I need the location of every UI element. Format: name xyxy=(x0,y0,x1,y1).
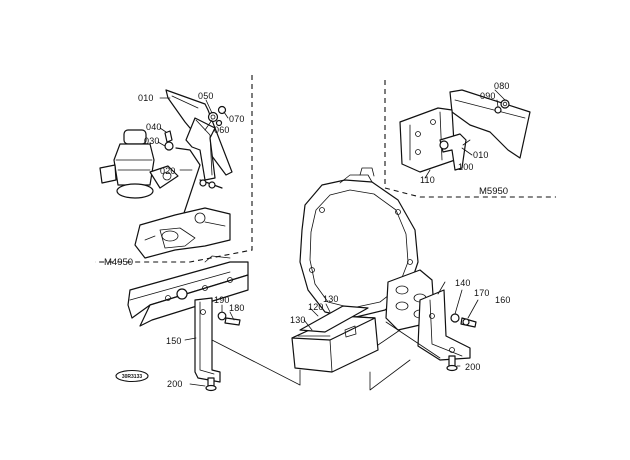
label-p080: 080 xyxy=(494,81,510,91)
label-p190: 190 xyxy=(214,295,230,305)
label-p040: 040 xyxy=(146,122,162,132)
bracket-150 xyxy=(194,297,221,383)
label-p010: 010 xyxy=(138,93,154,103)
washer-060 xyxy=(207,111,219,123)
washer-170 xyxy=(450,313,460,323)
frame-rail xyxy=(127,255,249,327)
stamp-code: 30R3133 xyxy=(122,374,143,380)
bracket-150-assembly xyxy=(194,297,241,392)
label-p110: 110 xyxy=(420,175,435,185)
left-assembly xyxy=(99,89,233,259)
label-p200b: 200 xyxy=(465,362,481,372)
label-p130a: 130 xyxy=(290,315,306,325)
nut-080 xyxy=(500,99,510,109)
bolt-200-left xyxy=(207,377,215,387)
washer-190 xyxy=(217,311,227,321)
bolt-040 xyxy=(164,130,173,143)
label-p200a: 200 xyxy=(167,379,183,389)
right-upper-assembly xyxy=(399,89,531,173)
label-p130b: 130 xyxy=(323,294,339,304)
pump-cap xyxy=(123,129,147,145)
arm-020 xyxy=(185,117,216,181)
label-p060: 060 xyxy=(214,125,230,135)
label-p090: 090 xyxy=(480,91,496,101)
label-p180: 180 xyxy=(229,303,245,313)
label-p010b: 010 xyxy=(473,150,489,160)
bolt-180 xyxy=(224,317,241,326)
lid-120 xyxy=(299,305,369,333)
label-p050: 050 xyxy=(198,91,214,101)
washer-090 xyxy=(494,106,502,114)
tool-box xyxy=(291,305,379,373)
section-dividers xyxy=(95,75,556,263)
label-p100: 100 xyxy=(458,162,474,172)
pump-body xyxy=(113,143,155,186)
part-labels: 010 050 070 060 040 030 020 080 090 010 … xyxy=(104,81,511,389)
catalog-stamp: 30R3133 xyxy=(115,369,149,383)
washer-030 xyxy=(164,141,174,151)
label-p170: 170 xyxy=(474,288,490,298)
model-label-m5950: M5950 xyxy=(479,186,508,197)
label-p140: 140 xyxy=(455,278,471,288)
label-p030: 030 xyxy=(144,136,160,146)
label-p150: 150 xyxy=(166,336,182,346)
label-p160: 160 xyxy=(495,295,511,305)
leader-lines xyxy=(157,89,506,391)
label-p020: 020 xyxy=(160,166,176,176)
plate-010-right xyxy=(449,89,531,159)
engine-block xyxy=(134,207,231,259)
bolt-200-right xyxy=(448,355,456,367)
bracket-140-assembly xyxy=(417,289,477,372)
bracket-140 xyxy=(417,289,471,361)
label-p070: 070 xyxy=(229,114,245,124)
model-label-m4950: M4950 xyxy=(104,257,133,268)
label-p120: 120 xyxy=(308,302,324,312)
